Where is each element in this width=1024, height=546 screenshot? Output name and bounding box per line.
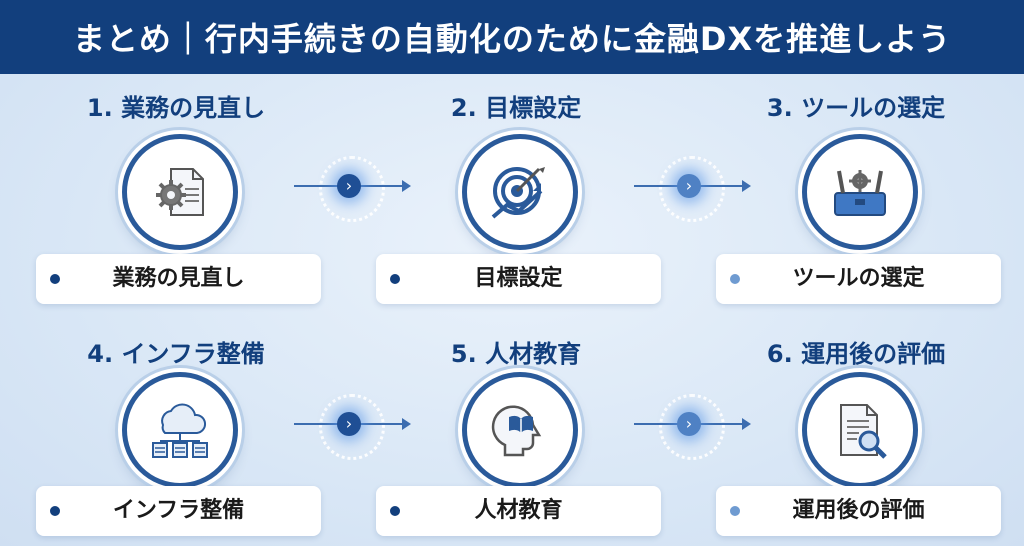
step-label: ツールの選定	[792, 266, 925, 291]
step-label-box: ツールの選定	[716, 254, 1001, 304]
step-label-box: 運用後の評価	[716, 486, 1001, 536]
step-label: 目標設定	[474, 266, 563, 291]
bullet-dot	[730, 274, 740, 284]
arrow-head-icon	[742, 180, 751, 192]
page-title: まとめ｜行内手続きの自動化のために金融DXを推進しよう	[72, 20, 952, 58]
page-header: まとめ｜行内手続きの自動化のために金融DXを推進しよう	[0, 0, 1024, 74]
step-label: 業務の見直し	[112, 266, 245, 291]
chevron-right-icon: ›	[337, 174, 361, 198]
arrow-connector: ›	[634, 394, 754, 460]
bullet-dot	[730, 506, 740, 516]
bullet-dot	[50, 506, 60, 516]
step-title: 2. 目標設定	[450, 94, 582, 122]
cloud-server-icon	[152, 403, 208, 458]
head-book-icon	[491, 405, 542, 457]
connector-glow	[319, 394, 385, 460]
step-icon-circle	[122, 134, 238, 250]
step-label-box: 業務の見直し	[36, 254, 321, 304]
target-arrow-icon	[491, 167, 545, 219]
chevron-right-icon: ›	[677, 412, 701, 436]
document-magnifier-icon	[840, 404, 887, 459]
bullet-dot	[390, 274, 400, 284]
arrow-head-icon	[742, 418, 751, 430]
step-label-box: 目標設定	[376, 254, 661, 304]
step-icon-circle	[122, 372, 238, 488]
connector-glow	[659, 156, 725, 222]
step-title: 4. インフラ整備	[87, 340, 265, 368]
connector-glow	[319, 156, 385, 222]
step-label: 人材教育	[474, 498, 563, 523]
step-icon-circle	[802, 372, 918, 488]
arrow-head-icon	[402, 418, 411, 430]
bullet-dot	[390, 506, 400, 516]
arrow-connector: ›	[294, 156, 414, 222]
bullet-dot	[50, 274, 60, 284]
arrow-head-icon	[402, 180, 411, 192]
step-title: 5. 人材教育	[450, 340, 582, 368]
step-label: 運用後の評価	[792, 498, 925, 523]
arrow-connector: ›	[294, 394, 414, 460]
step-title: 1. 業務の見直し	[86, 94, 266, 122]
step-label: インフラ整備	[112, 498, 245, 523]
chevron-right-icon: ›	[337, 412, 361, 436]
step-icon-circle	[462, 372, 578, 488]
chevron-right-icon: ›	[677, 174, 701, 198]
arrow-connector: ›	[634, 156, 754, 222]
connector-glow	[659, 394, 725, 460]
toolbox-icon	[834, 170, 886, 216]
step-icon-circle	[802, 134, 918, 250]
step-title: 3. ツールの選定	[766, 94, 946, 122]
step-title: 6. 運用後の評価	[766, 340, 946, 368]
document-gear-icon	[156, 168, 204, 216]
step-icon-circle	[462, 134, 578, 250]
step-label-box: 人材教育	[376, 486, 661, 536]
step-label-box: インフラ整備	[36, 486, 321, 536]
